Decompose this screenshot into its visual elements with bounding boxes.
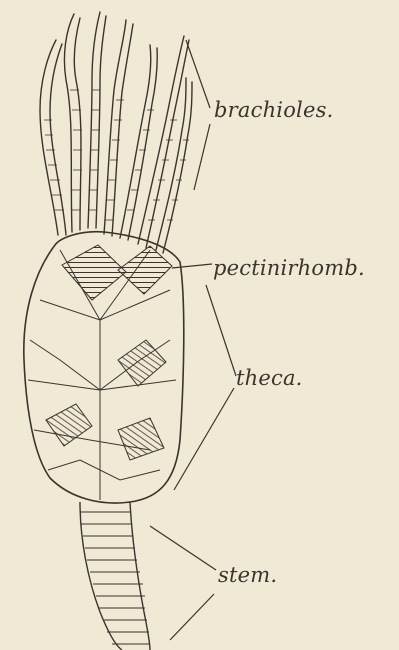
rhomb-lower-3 [118, 418, 164, 460]
pectinirhomb-left [62, 245, 126, 300]
brachiole-7 [156, 78, 192, 253]
pectinirhombs [46, 245, 172, 460]
leader-pectinirhomb [172, 264, 212, 268]
brachiole-2 [64, 14, 81, 232]
leader-stem-lower [170, 594, 214, 640]
stem [80, 502, 150, 650]
brachiole-5 [120, 45, 157, 240]
rhomb-lower-2 [46, 404, 92, 446]
leader-theca-lower [174, 388, 234, 490]
leader-theca-upper [206, 285, 236, 376]
pectinirhomb-label: pectinirhomb. [213, 256, 365, 280]
leader-stem-upper [150, 526, 216, 570]
leader-lines [150, 40, 236, 640]
theca-label: theca. [236, 366, 303, 390]
stem-rings [80, 512, 150, 644]
leader-brachioles-lower [194, 124, 210, 190]
stem-label: stem. [218, 563, 277, 587]
leader-brachioles-upper [186, 40, 210, 108]
brachioles-label: brachioles. [214, 98, 333, 122]
brachiole-3 [88, 12, 106, 228]
pectinirhomb-right [118, 246, 172, 294]
brachiole-1 [40, 40, 66, 235]
brachiole-4 [104, 20, 133, 236]
brachioles [40, 12, 192, 253]
